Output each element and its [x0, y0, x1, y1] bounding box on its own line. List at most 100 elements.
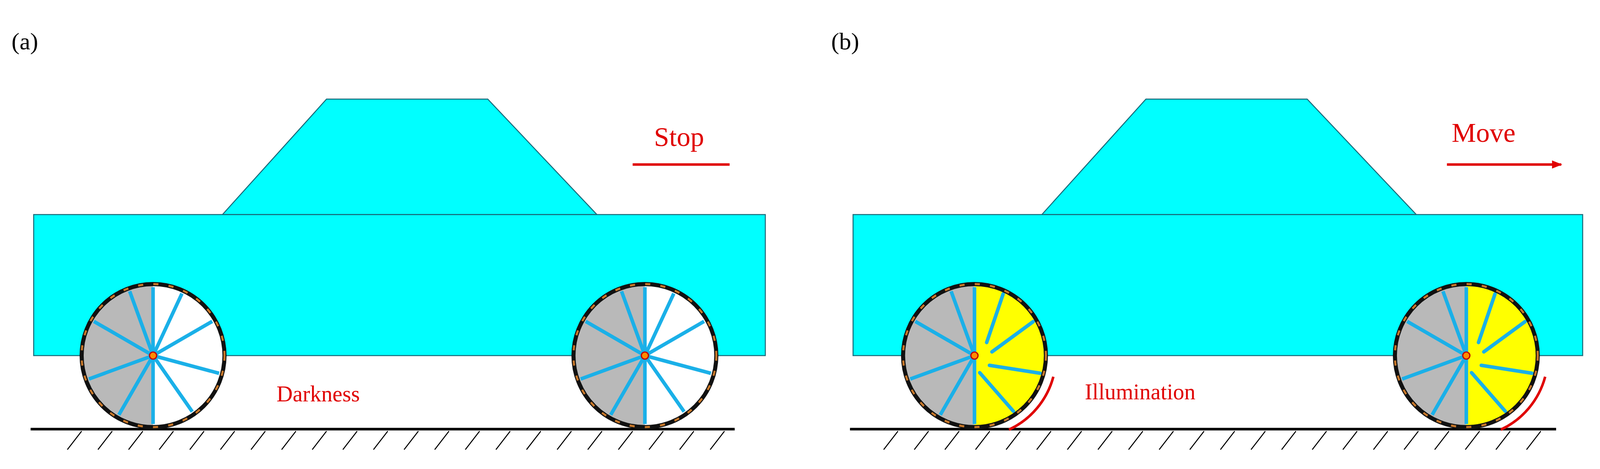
spoke [972, 355, 977, 424]
hatch-stroke [1128, 430, 1143, 450]
hatch-stroke [1067, 430, 1082, 450]
car-moving [850, 99, 1583, 450]
spoke [152, 321, 213, 356]
hatch-stroke [189, 430, 204, 450]
hatch-stroke [618, 430, 633, 450]
hatch-stroke [587, 430, 602, 450]
spoke [118, 355, 154, 415]
spoke [645, 355, 685, 411]
shaded-half [81, 283, 153, 427]
spoke [1464, 355, 1469, 424]
rim-segments [573, 283, 717, 427]
spoke [151, 355, 155, 424]
state-label: Move [1451, 118, 1516, 147]
hatch-stroke [1220, 430, 1235, 450]
hub [149, 351, 157, 359]
bent-spoke [986, 293, 1004, 343]
car-stopped [30, 99, 766, 450]
hatch-stroke [1006, 430, 1021, 450]
hatch-stroke [1342, 430, 1357, 450]
hub [971, 351, 979, 359]
hub [1462, 351, 1470, 359]
hatch-stroke [526, 430, 541, 450]
bent-spoke [1471, 372, 1506, 411]
bent-spoke [991, 321, 1034, 352]
panel-label: (a) [11, 29, 39, 54]
bent-spoke [1481, 364, 1532, 373]
spoke [610, 355, 646, 415]
hatch-stroke [1526, 430, 1541, 450]
spoke [151, 286, 155, 356]
hatch-stroke [312, 430, 327, 450]
spoke [1406, 321, 1467, 356]
wheels [81, 283, 1546, 430]
hatch-stroke [403, 430, 419, 450]
wheel-rim [1394, 283, 1538, 427]
hatch-stroke [1281, 430, 1296, 450]
hatch-stroke [679, 430, 694, 450]
hatch-stroke [465, 430, 480, 450]
hatch-stroke [1312, 430, 1327, 450]
wheel [81, 283, 225, 427]
hatch-stroke [495, 430, 510, 450]
hatch-stroke [97, 430, 112, 450]
spoke [1432, 355, 1467, 415]
condition-label: Illumination [1085, 380, 1196, 403]
wheel [1394, 283, 1546, 430]
hatch-stroke [67, 430, 82, 450]
condition-label: Darkness [276, 382, 361, 405]
shaded-half [1394, 283, 1467, 427]
bent-spoke [1483, 321, 1526, 352]
hatch-stroke [159, 430, 174, 450]
hatch-stroke [373, 430, 388, 450]
wheel [903, 283, 1054, 430]
rim-segments [903, 283, 1047, 427]
hatch-stroke [883, 430, 898, 450]
hatch-stroke [1373, 430, 1388, 450]
spoke [972, 286, 977, 356]
rim-segments [1394, 283, 1538, 427]
hatch-stroke [343, 430, 358, 450]
bent-spoke [979, 372, 1014, 411]
state-label: Stop [653, 123, 704, 151]
hatch-stroke [648, 430, 663, 450]
hatch-stroke [251, 430, 266, 450]
wheel-rim [903, 283, 1047, 427]
wheel-rim [573, 283, 717, 427]
wheel [573, 283, 717, 427]
rotation-arc [1500, 376, 1546, 430]
spoke [585, 321, 646, 356]
hatch-stroke [434, 430, 449, 450]
hatch-stroke [128, 430, 143, 450]
ground-hatch [67, 430, 725, 450]
rotation-arc [1008, 376, 1054, 430]
bent-spoke [989, 364, 1040, 373]
hatch-stroke [1189, 430, 1204, 450]
spoke [645, 321, 705, 356]
spoke [94, 321, 154, 356]
panel-label: (b) [831, 29, 860, 54]
spoke [152, 355, 193, 411]
hatch-stroke [1097, 430, 1112, 450]
spoke [642, 286, 647, 356]
shaded-half [903, 283, 975, 427]
hatch-stroke [945, 430, 960, 450]
hatch-stroke [1159, 430, 1174, 450]
spoke [1464, 286, 1469, 356]
wheel-rim [81, 283, 225, 427]
hatch-stroke [220, 430, 235, 450]
hatch-stroke [1404, 430, 1419, 450]
hatch-stroke [557, 430, 572, 450]
spoke [940, 355, 975, 415]
rim-segments [81, 283, 225, 427]
hatch-stroke [914, 430, 929, 450]
hatch-stroke [1434, 430, 1449, 450]
hatch-stroke [710, 430, 725, 450]
spoke [642, 355, 647, 424]
shaded-half [573, 283, 645, 427]
hatch-stroke [1036, 430, 1051, 450]
spoke [915, 321, 975, 356]
hatch-stroke [281, 430, 296, 450]
ground-hatch [883, 430, 1541, 450]
